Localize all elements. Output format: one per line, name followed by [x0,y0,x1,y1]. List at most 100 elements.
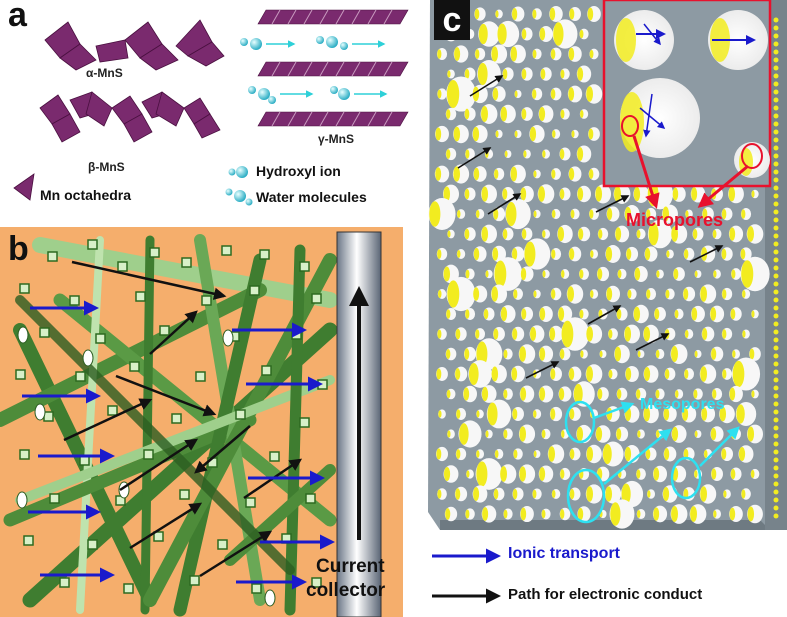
mesopore-callouts [564,400,740,524]
panel-c [428,0,787,530]
pore-wall [443,466,451,482]
pore-wall [504,150,508,158]
pore-wall [510,46,518,62]
pore-wall [617,269,622,279]
pore-wall [559,188,565,200]
edge-pore [773,377,779,383]
pore-wall [481,226,489,242]
pore-wall [503,429,508,439]
pore-wall [447,430,451,438]
pore-wall [700,366,708,382]
pore-wall [540,68,546,80]
edge-pore [773,393,779,399]
edge-pore [773,113,779,119]
pore-wall [558,387,565,401]
pore-wall [493,488,499,500]
pore-wall [530,327,537,341]
pore-wall [568,87,575,101]
edge-pore [773,433,779,439]
pore-wall [548,446,556,462]
pore-wall [492,247,499,261]
pore-wall [722,329,727,339]
pore-wall [576,426,584,442]
water-legend-icon [225,188,253,206]
edge-pore [773,425,779,431]
gamma-mns-label: γ-MnS [318,132,354,146]
pore-wall [586,86,594,102]
edge-pore [773,297,779,303]
pore-wall [653,467,660,481]
pore-wall [700,486,708,502]
pore-wall [465,309,470,319]
pore-wall [473,487,480,501]
edge-pore [773,489,779,495]
pore-wall [580,110,584,118]
pore-wall [446,389,451,399]
pore-wall [671,226,679,242]
pore-wall [443,186,451,202]
pore-wall [606,207,613,221]
pore-wall [589,209,594,219]
pore-wall [511,367,518,381]
pore-wall [475,329,480,339]
pore-wall [588,128,594,140]
edge-pore [773,105,779,111]
pore-wall [712,229,717,239]
pore-wall [655,349,660,359]
edge-pore [773,473,779,479]
pore-wall [521,108,527,120]
panel-a-letter-bg [0,0,43,32]
pore-wall [464,348,470,360]
pore-wall [550,48,556,60]
current-collector-label-line1: Current [316,556,385,577]
pore-wall [539,347,546,361]
edge-pore [773,137,779,143]
pore-wall [580,350,584,358]
pore-wall [683,288,689,300]
edge-pore [773,361,779,367]
pore-wall [614,346,622,362]
pore-wall [475,209,480,219]
pore-wall [666,250,670,258]
pore-wall [512,408,518,420]
pore-wall [446,109,451,119]
pore-wall [625,367,632,381]
pore-wall [502,68,508,80]
pore-wall [492,87,499,101]
micropores-label: Micropores [626,210,724,230]
pore-wall [663,487,670,501]
pore-wall [621,483,631,505]
gamma-mns-layer-stripes [271,9,393,127]
pore-wall [473,247,480,261]
pore-wall [493,328,499,340]
edge-pore [773,353,779,359]
edge-pore [773,313,779,319]
pore-wall [455,368,461,380]
pore-wall [549,327,556,341]
pore-wall [455,328,461,340]
edge-pore [773,89,779,95]
pore-wall [586,446,594,462]
pore-wall [437,329,442,339]
pore-wall [465,149,470,159]
pore-wall [672,187,679,201]
edge-pore [773,329,779,335]
pore-wall [503,509,508,519]
pore-wall [646,289,651,299]
pore-wall [568,47,575,61]
pore-wall [468,362,479,386]
edge-pore [773,65,779,71]
pore-wall [447,280,460,308]
pore-wall [742,330,746,338]
pore-wall [653,507,660,521]
pore-wall [684,369,689,379]
gamma-mns-structure [257,9,409,127]
pore-wall [671,426,679,442]
pore-wall [549,7,556,21]
alpha-mns-structure [44,19,225,71]
pore-wall [454,47,461,61]
pore-wall [551,209,556,219]
alpha-mns-label: α-MnS [86,66,123,80]
pore-wall [578,228,584,240]
